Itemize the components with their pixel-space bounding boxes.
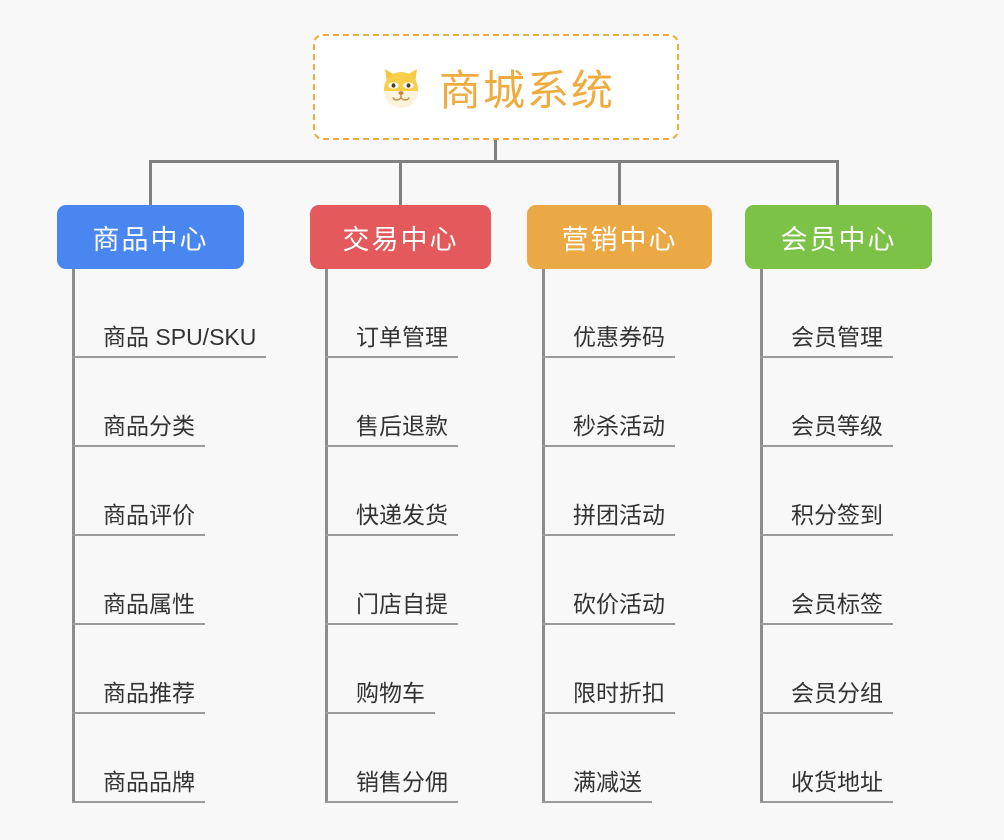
leaf-item[interactable]: 会员管理 [745, 269, 932, 358]
root-node[interactable]: 商城系统 [313, 34, 679, 140]
leaf-item-label: 快递发货 [325, 503, 458, 536]
leaf-item[interactable]: 限时折扣 [527, 625, 712, 714]
leaf-item[interactable]: 会员分组 [745, 625, 932, 714]
leaf-item-label: 秒杀活动 [542, 414, 675, 447]
branch-column-trade-center: 交易中心订单管理售后退款快递发货门店自提购物车销售分佣 [310, 205, 491, 803]
connector-root-stem [494, 140, 497, 162]
connector-branch-stem-3 [618, 160, 621, 205]
leaf-item-label: 优惠券码 [542, 325, 675, 358]
leaf-item[interactable]: 秒杀活动 [527, 358, 712, 447]
category-header-label: 交易中心 [342, 224, 459, 255]
branch-column-member-center: 会员中心会员管理会员等级积分签到会员标签会员分组收货地址 [745, 205, 932, 803]
leaf-item[interactable]: 会员等级 [745, 358, 932, 447]
leaf-item[interactable]: 门店自提 [310, 536, 491, 625]
leaf-item[interactable]: 购物车 [310, 625, 491, 714]
leaf-item-label: 会员等级 [760, 414, 893, 447]
leaf-item-label: 商品评价 [72, 503, 205, 536]
branch-column-product-center: 商品中心商品 SPU/SKU 商品分类商品评价商品属性商品推荐商品品牌 [57, 205, 267, 803]
leaf-item-label: 会员分组 [760, 681, 893, 714]
leaf-item-label: 商品分类 [72, 414, 205, 447]
category-header-member-center[interactable]: 会员中心 [745, 205, 932, 269]
leaf-item[interactable]: 快递发货 [310, 447, 491, 536]
leaf-item[interactable]: 商品属性 [57, 536, 244, 625]
leaf-item[interactable]: 拼团活动 [527, 447, 712, 536]
leaf-item-label: 售后退款 [325, 414, 458, 447]
category-header-label: 营销中心 [561, 224, 678, 255]
leaf-list-trade-center: 订单管理售后退款快递发货门店自提购物车销售分佣 [310, 269, 491, 803]
leaf-item-label: 商品属性 [72, 592, 205, 625]
leaf-item-label: 商品 SPU/SKU [72, 325, 267, 358]
leaf-item-label: 销售分佣 [325, 770, 458, 803]
connector-horizontal-bus [149, 160, 839, 163]
leaf-item[interactable]: 商品推荐 [57, 625, 244, 714]
leaf-item-label: 会员标签 [760, 592, 893, 625]
category-header-trade-center[interactable]: 交易中心 [310, 205, 491, 269]
branch-column-marketing-center: 营销中心优惠券码秒杀活动拼团活动砍价活动限时折扣满减送 [527, 205, 712, 803]
leaf-item-label: 会员管理 [760, 325, 893, 358]
leaf-item[interactable]: 售后退款 [310, 358, 491, 447]
leaf-item[interactable]: 优惠券码 [527, 269, 712, 358]
leaf-item[interactable]: 商品评价 [57, 447, 244, 536]
leaf-item-label: 满减送 [542, 770, 652, 803]
leaf-item-label: 商品品牌 [72, 770, 205, 803]
shiba-dog-face-icon [377, 63, 425, 111]
connector-branch-stem-1 [149, 160, 152, 205]
leaf-item-label: 积分签到 [760, 503, 893, 536]
category-header-label: 会员中心 [780, 224, 897, 255]
leaf-trunk-line [760, 269, 763, 803]
leaf-item-label: 门店自提 [325, 592, 458, 625]
category-header-marketing-center[interactable]: 营销中心 [527, 205, 712, 269]
category-header-product-center[interactable]: 商品中心 [57, 205, 244, 269]
leaf-item[interactable]: 积分签到 [745, 447, 932, 536]
root-title: 商城系统 [438, 66, 615, 114]
leaf-item[interactable]: 销售分佣 [310, 714, 491, 803]
leaf-item-label: 商品推荐 [72, 681, 205, 714]
leaf-trunk-line [72, 269, 75, 803]
leaf-trunk-line [325, 269, 328, 803]
leaf-item[interactable]: 收货地址 [745, 714, 932, 803]
leaf-item[interactable]: 砍价活动 [527, 536, 712, 625]
leaf-trunk-line [542, 269, 545, 803]
leaf-item-label: 订单管理 [325, 325, 458, 358]
category-header-label: 商品中心 [92, 224, 209, 255]
leaf-item[interactable]: 商品分类 [57, 358, 244, 447]
leaf-item-label: 限时折扣 [542, 681, 675, 714]
leaf-item[interactable]: 订单管理 [310, 269, 491, 358]
leaf-item[interactable]: 商品 SPU/SKU [57, 269, 267, 358]
leaf-item-label: 拼团活动 [542, 503, 675, 536]
leaf-list-marketing-center: 优惠券码秒杀活动拼团活动砍价活动限时折扣满减送 [527, 269, 712, 803]
leaf-item[interactable]: 商品品牌 [57, 714, 244, 803]
connector-branch-stem-4 [836, 160, 839, 205]
leaf-list-member-center: 会员管理会员等级积分签到会员标签会员分组收货地址 [745, 269, 932, 803]
leaf-item-label: 收货地址 [760, 770, 893, 803]
leaf-list-product-center: 商品 SPU/SKU 商品分类商品评价商品属性商品推荐商品品牌 [57, 269, 267, 803]
leaf-item[interactable]: 满减送 [527, 714, 712, 803]
leaf-item[interactable]: 会员标签 [745, 536, 932, 625]
connector-branch-stem-2 [399, 160, 402, 205]
leaf-item-label: 砍价活动 [542, 592, 675, 625]
leaf-item-label: 购物车 [325, 681, 435, 714]
